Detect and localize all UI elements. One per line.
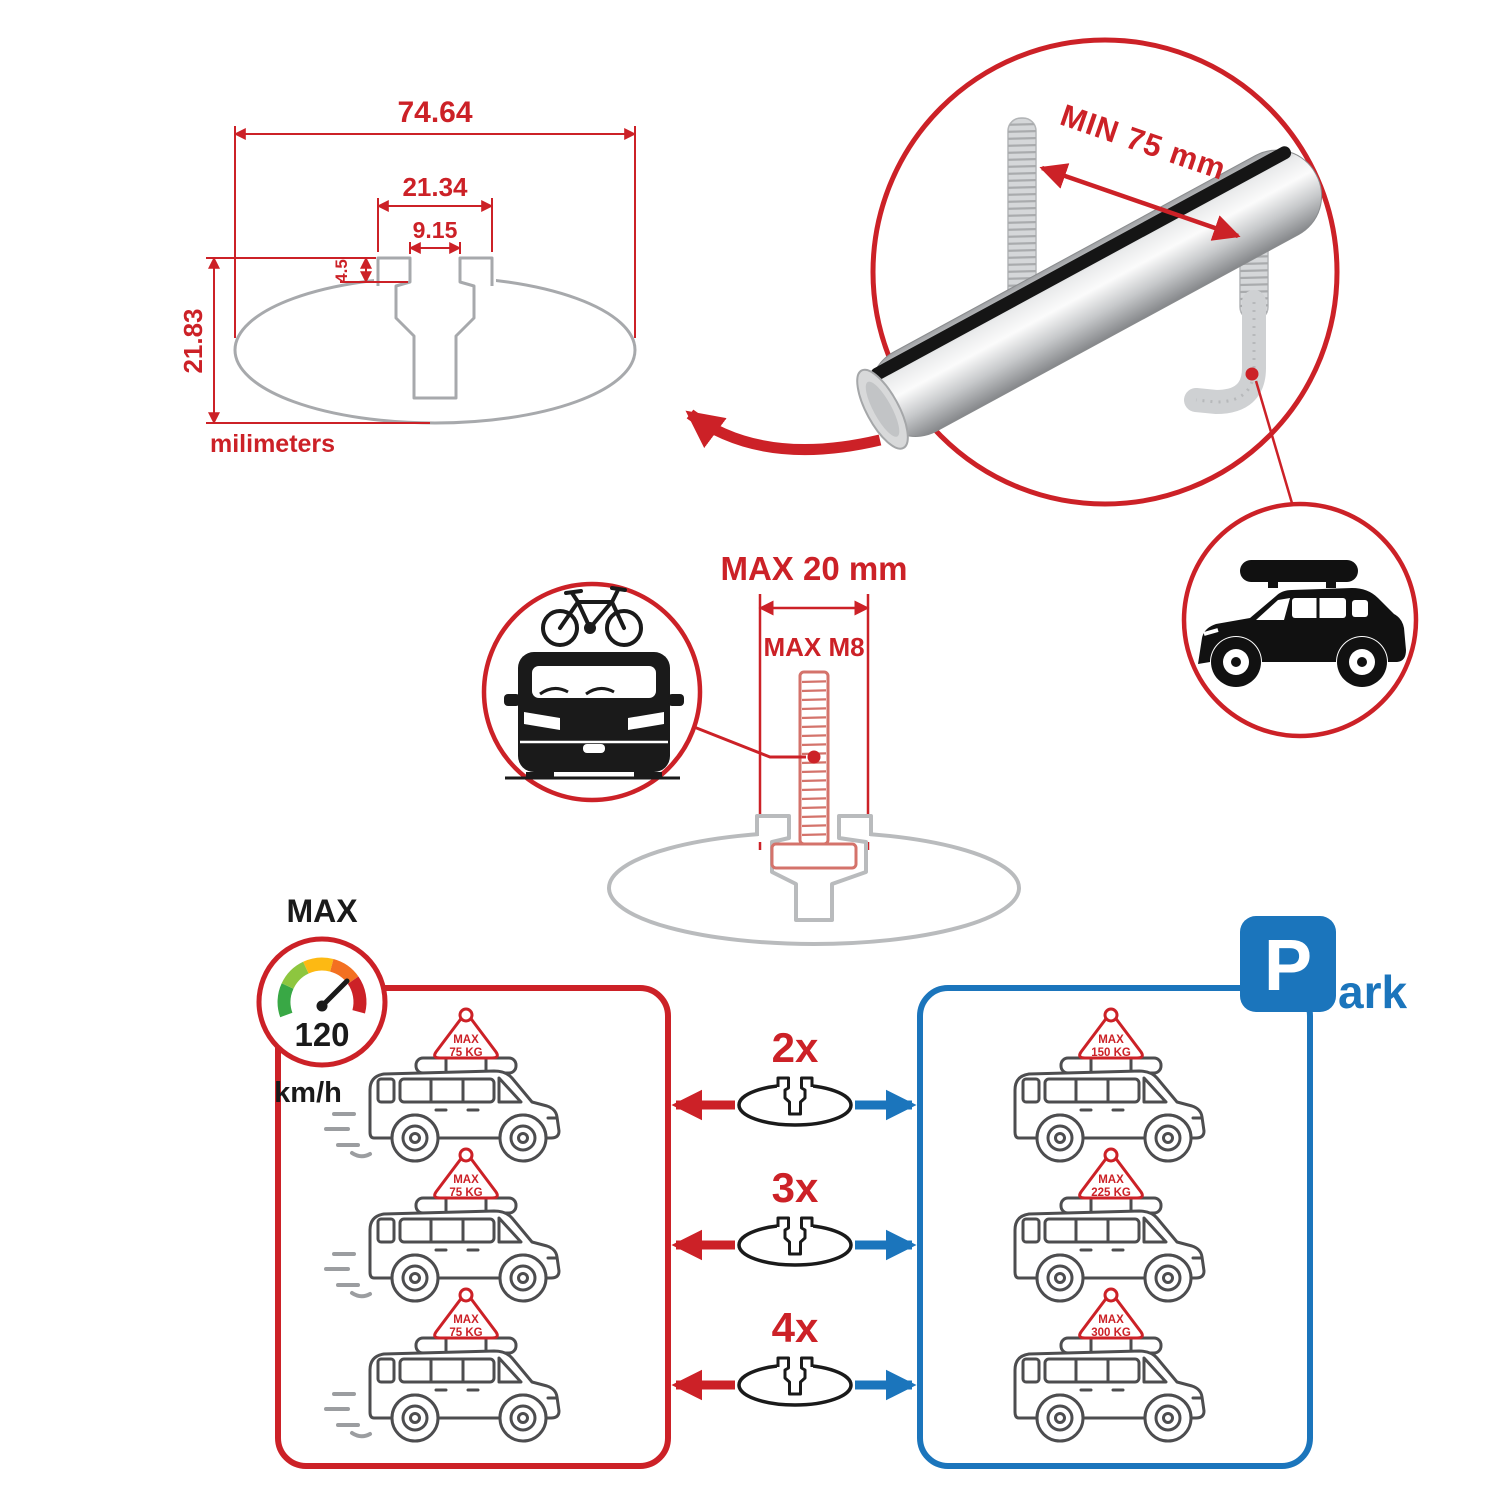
- quantity-row-2x: 2x: [671, 1024, 917, 1127]
- callout-line-suv: [1254, 380, 1296, 511]
- badge-load: 225 KG: [1091, 1187, 1131, 1199]
- crossbar-profile-icon: [737, 1356, 853, 1407]
- park-car-3: MAX 300 KG: [1013, 1287, 1206, 1443]
- badge-title: MAX: [453, 1314, 479, 1326]
- dim-channel-outer: 21.34: [402, 172, 468, 202]
- dim-total-height: 21.83: [178, 308, 208, 373]
- quantity-label: 4x: [772, 1304, 819, 1351]
- bicycle-icon: [541, 586, 643, 647]
- badge-title: MAX: [1098, 1174, 1124, 1186]
- speedometer-icon: 120: [256, 936, 388, 1068]
- badge-load: 150 KG: [1091, 1047, 1131, 1059]
- dim-total-width: 74.64: [397, 96, 472, 129]
- crossbar-profile-icon: [737, 1076, 853, 1127]
- max-foot-width-label: MAX 20 mm: [720, 550, 907, 587]
- profile-t-slot: [376, 256, 494, 400]
- dimension-lines: [206, 126, 637, 425]
- badge-title: MAX: [453, 1174, 479, 1186]
- badge-load: 75 KG: [449, 1047, 482, 1059]
- quantity-options: 2x 3x 4x: [671, 1024, 917, 1407]
- callout-line-bolt: [693, 725, 806, 759]
- car-front-icon: [504, 652, 684, 780]
- parking-sign-rest: ark: [1338, 966, 1407, 1018]
- clamp-post-left-icon: [1007, 117, 1037, 304]
- gauge-units: km/h: [274, 1077, 342, 1109]
- badge-title: MAX: [1098, 1034, 1124, 1046]
- crossbar-detail-circle: MIN 75 mm: [856, 37, 1340, 511]
- dim-slot-width: 9.15: [413, 217, 458, 243]
- max-thread-label: MAX M8: [763, 632, 864, 662]
- gauge-value: 120: [294, 1016, 349, 1053]
- bolt-callout-dot: [807, 750, 821, 764]
- speed-car-1: MAX 75 KG: [324, 1007, 561, 1163]
- quantity-row-4x: 4x: [671, 1304, 917, 1407]
- quantity-label: 3x: [772, 1164, 819, 1211]
- speed-car-2: MAX 75 KG: [324, 1147, 561, 1303]
- suv-roofbox-circle: [1181, 501, 1419, 739]
- suv-roofbox-icon: [1198, 560, 1406, 687]
- min-span-arrow: [1039, 163, 1241, 241]
- badge-load: 300 KG: [1091, 1327, 1131, 1339]
- profile-dimension-drawing: 74.64 21.34 9.15 4.5 21.83 milimeters: [178, 96, 637, 458]
- gauge-title: MAX: [286, 893, 358, 929]
- parking-panel: P ark MAX 150 KG MAX 225 KG MAX: [917, 916, 1407, 1469]
- badge-title: MAX: [1098, 1314, 1124, 1326]
- park-car-1: MAX 150 KG: [1013, 1007, 1206, 1163]
- badge-load: 75 KG: [449, 1187, 482, 1199]
- car-front-bike-circle: [481, 581, 806, 803]
- parking-sign-letter: P: [1264, 926, 1312, 1006]
- clamp-callout-dot: [1245, 367, 1259, 381]
- bolt-dimension-diagram: MAX 20 mm MAX M8: [607, 550, 1021, 946]
- quantity-label: 2x: [772, 1024, 819, 1071]
- quantity-row-3x: 3x: [671, 1164, 917, 1267]
- crossbar-profile-icon: [737, 1216, 853, 1267]
- dim-lip-depth: 4.5: [332, 259, 351, 283]
- park-car-2: MAX 225 KG: [1013, 1147, 1206, 1303]
- badge-load: 75 KG: [449, 1327, 482, 1339]
- badge-title: MAX: [453, 1034, 479, 1046]
- dim-units-label: milimeters: [210, 430, 335, 458]
- parking-sign: P ark: [1240, 916, 1407, 1018]
- detail-arrow: [685, 409, 882, 456]
- speed-limit-panel: MAX 120 km/h MAX 75 KG: [256, 893, 671, 1469]
- speed-car-3: MAX 75 KG: [324, 1287, 561, 1443]
